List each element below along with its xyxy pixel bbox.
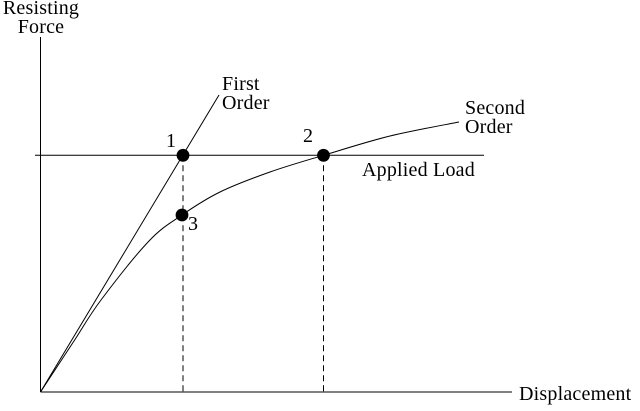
point-3-label: 3 xyxy=(188,213,199,235)
x-axis-label: Displacement xyxy=(519,383,632,405)
point-1-label: 1 xyxy=(166,130,177,152)
first-order-label: First Order xyxy=(222,73,270,114)
point-1-dot xyxy=(176,148,190,162)
y-axis-label: Resisting Force xyxy=(2,0,80,38)
second-order-label: Second Order xyxy=(465,97,526,138)
point-3-dot xyxy=(175,208,189,222)
point-2-label: 2 xyxy=(303,125,314,147)
first-order-line xyxy=(40,94,220,393)
second-order-curve xyxy=(40,121,460,393)
applied-load-label: Applied Load xyxy=(362,159,475,181)
point-2-dot xyxy=(317,148,330,162)
